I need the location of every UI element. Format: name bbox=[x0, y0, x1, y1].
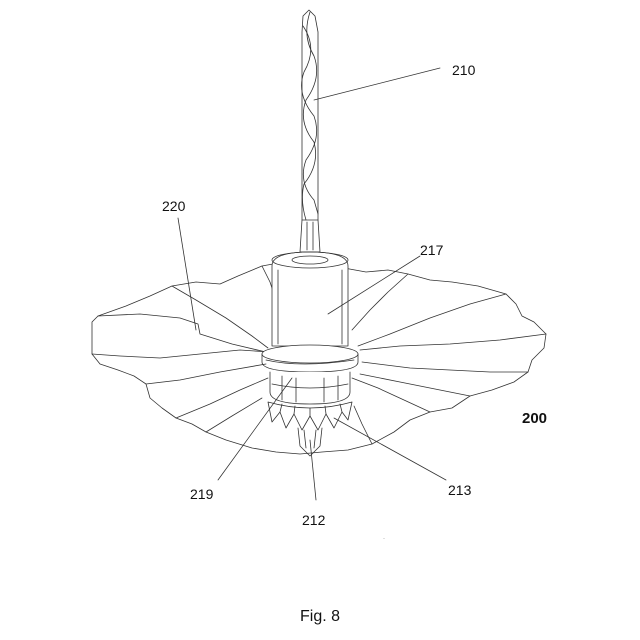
drill-bit bbox=[300, 10, 320, 252]
leader-line-219 bbox=[218, 378, 292, 480]
sheet-fold-line bbox=[146, 364, 266, 384]
stray-mark: · bbox=[383, 536, 385, 542]
sheet-fold-line bbox=[206, 398, 262, 432]
label-210: 210 bbox=[452, 62, 475, 78]
leader-line-212 bbox=[310, 440, 316, 500]
leader-line-210 bbox=[314, 68, 440, 100]
label-217: 217 bbox=[420, 242, 443, 258]
sheet-fold-line bbox=[352, 274, 408, 330]
sheet-fold-line bbox=[98, 314, 266, 352]
leader-line-220 bbox=[178, 218, 196, 330]
sleeve bbox=[272, 252, 348, 346]
sheet-fold-line bbox=[172, 286, 268, 348]
sheet-fold-line bbox=[360, 374, 470, 396]
label-200: 200 bbox=[522, 410, 547, 427]
sheet-fold-line bbox=[362, 362, 528, 372]
sheet-fold-line bbox=[358, 294, 506, 346]
label-220: 220 bbox=[162, 198, 185, 214]
label-212: 212 bbox=[302, 512, 325, 528]
crown-teeth bbox=[268, 402, 352, 430]
figure-caption: Fig. 8 bbox=[0, 608, 640, 626]
label-219: 219 bbox=[190, 486, 213, 502]
sheet-fold-line bbox=[360, 334, 546, 350]
sheet-fold-line bbox=[354, 406, 372, 444]
sheet-fold-line bbox=[352, 378, 430, 412]
sheet-fold-line bbox=[92, 350, 270, 358]
collar-ring bbox=[262, 345, 358, 372]
ring-body bbox=[270, 372, 350, 404]
label-213: 213 bbox=[448, 482, 471, 498]
sheet-fold-line bbox=[176, 378, 268, 418]
